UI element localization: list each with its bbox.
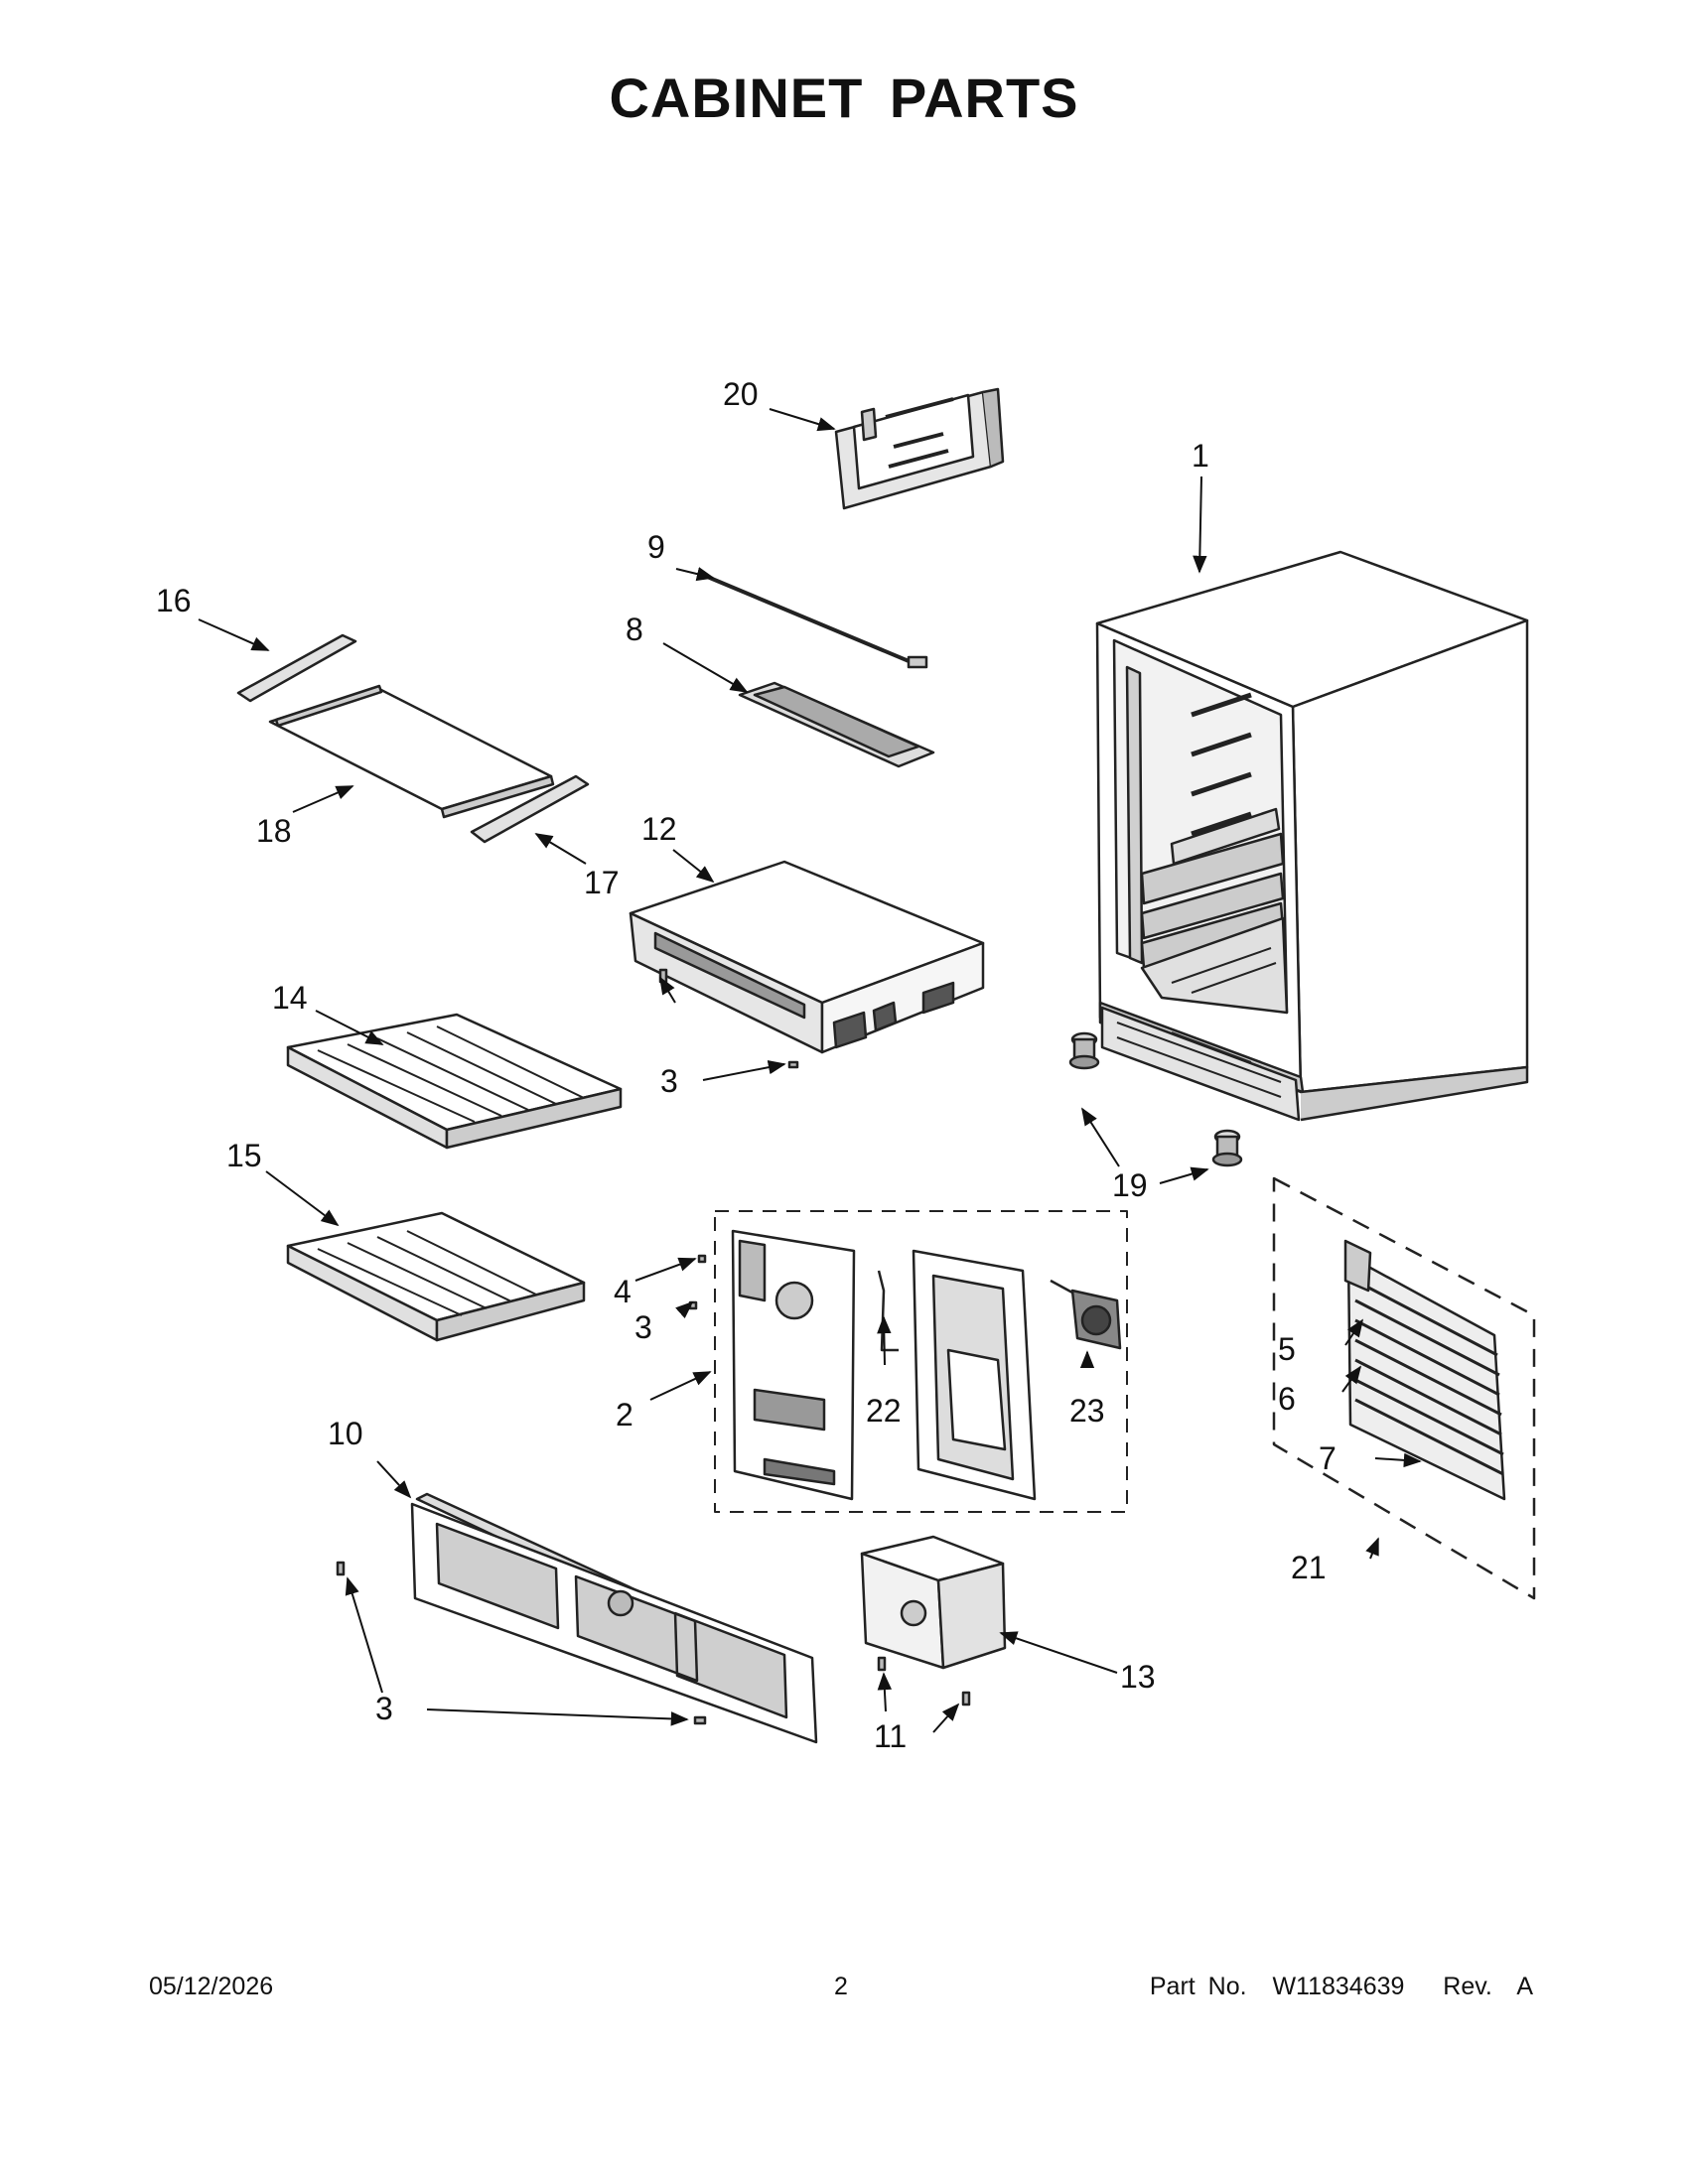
callout-6: 6 [1278, 1381, 1296, 1417]
callout-20: 20 [723, 376, 759, 412]
evaporator-cover-group-outline [714, 1210, 1128, 1513]
callout-3-upper: 3 [660, 1063, 678, 1099]
evaporator-frame-part [912, 1249, 1037, 1501]
callout-5: 5 [1278, 1331, 1296, 1367]
footer-page-number: 2 [834, 1973, 848, 2000]
footer-part-number: Part No. W11834639 Rev. A [1149, 1973, 1533, 2000]
callout-8: 8 [626, 612, 643, 647]
condenser-part [1343, 1239, 1506, 1501]
callout-labels: 20 1 9 8 16 18 17 12 3 14 15 4 3 2 22 23… [156, 376, 1336, 1754]
leader-lines [198, 408, 1422, 1733]
rod-part [704, 574, 928, 669]
page-title: CABINET PARTS [609, 67, 1079, 129]
callout-23: 23 [1069, 1393, 1105, 1429]
callout-21: 21 [1291, 1550, 1327, 1585]
wire-part [877, 1270, 899, 1352]
glass-shelf-part [236, 633, 590, 844]
fan-part [1050, 1279, 1122, 1350]
drain-pan-part [860, 1535, 1007, 1670]
callout-3-lower: 3 [375, 1691, 393, 1726]
wire-shelf-upper-part [286, 1013, 623, 1150]
callout-4: 4 [614, 1274, 632, 1309]
callout-16: 16 [156, 583, 192, 618]
callout-14: 14 [272, 980, 308, 1016]
callout-10: 10 [328, 1416, 363, 1451]
callout-1: 1 [1192, 438, 1209, 474]
leveling-leg-part [1068, 1031, 1243, 1167]
tray-part [738, 681, 935, 768]
callout-2: 2 [616, 1397, 633, 1433]
callout-19: 19 [1112, 1167, 1148, 1203]
cover-panel-part [731, 1229, 856, 1501]
cabinet-part [1095, 550, 1529, 1122]
callout-22: 22 [866, 1393, 902, 1429]
callout-15: 15 [226, 1138, 262, 1173]
bracket-part [834, 387, 1005, 510]
footer-date: 05/12/2026 [149, 1973, 274, 2000]
callout-3-middle: 3 [634, 1309, 652, 1345]
wire-shelf-lower-part [286, 1211, 586, 1342]
control-housing-part [629, 860, 985, 1054]
callout-11: 11 [874, 1718, 907, 1754]
callout-7: 7 [1319, 1440, 1336, 1476]
callout-17: 17 [584, 865, 620, 900]
callout-13: 13 [1120, 1659, 1156, 1695]
grille-part [410, 1492, 818, 1744]
callout-18: 18 [256, 813, 292, 849]
condenser-group-outline [1272, 1176, 1536, 1600]
callout-9: 9 [647, 529, 665, 565]
callout-12: 12 [641, 811, 677, 847]
